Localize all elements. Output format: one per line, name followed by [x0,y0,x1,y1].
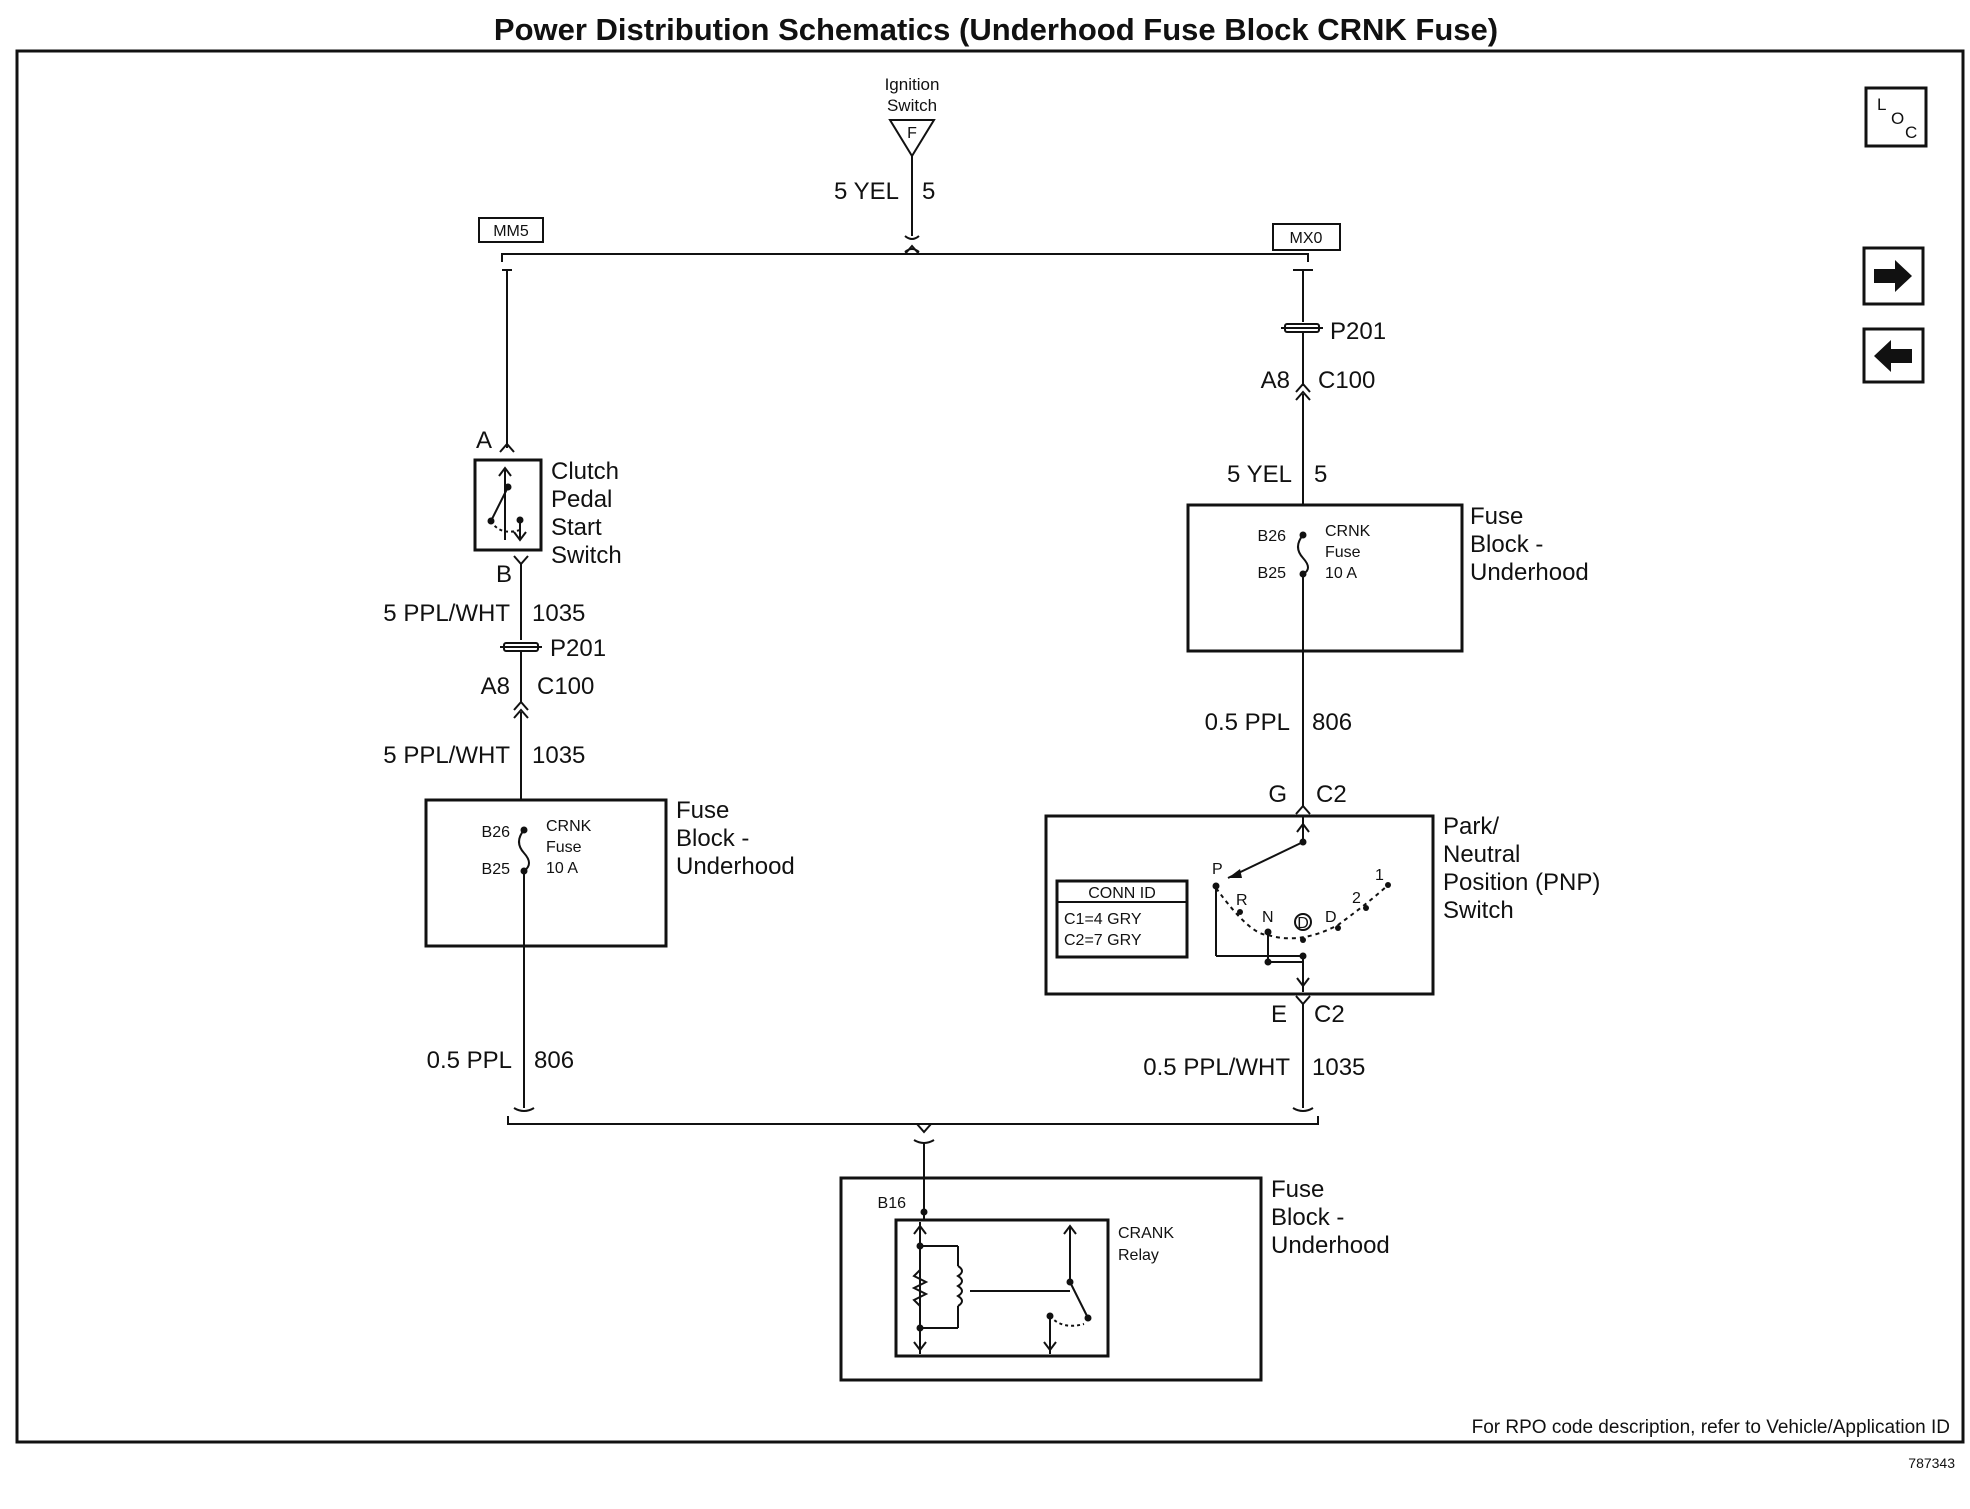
clutch-name-4: Switch [551,542,622,569]
relay-fb-name-3: Underhood [1271,1232,1390,1259]
left-fuse-block [424,798,668,948]
left-wire3-color: 0.5 PPL [427,1047,512,1074]
right-fuse-pin-bottom: B25 [1258,565,1287,582]
left-fuse-pin-top: B26 [482,824,511,841]
right-conn-pin: A8 [1261,367,1290,394]
next-page-button[interactable] [1862,246,1925,306]
diagram-frame [15,49,1965,1444]
pnp-pos-r: R [1236,892,1248,909]
pnp-bottom-pin: E [1271,1001,1287,1028]
pnp-name-3: Position (PNP) [1443,869,1600,896]
ignition-terminal: F [907,125,917,142]
right-fuse-word: Fuse [1325,544,1361,561]
right-fuse-rating: 10 A [1325,565,1357,582]
pnp-pos-1: 1 [1375,867,1384,884]
left-fuse-rating: 10 A [546,860,578,877]
pnp-name-2: Neutral [1443,841,1520,868]
pnp-pos-d: D [1325,909,1337,926]
conn-id-row-1: C1=4 GRY [1064,911,1142,928]
right-wire2-color: 0.5 PPL [1205,709,1290,736]
left-wire3-circuit: 806 [534,1047,574,1074]
left-splice-p201 [500,642,542,652]
loc-letter-l: L [1877,95,1886,114]
relay-fuse-block [839,1176,1263,1382]
clutch-name-2: Pedal [551,486,612,513]
right-fuse-pin-top: B26 [1258,528,1287,545]
relay-fb-name-1: Fuse [1271,1176,1324,1203]
loc-letter-c: C [1905,123,1917,142]
footer-note: For RPO code description, refer to Vehic… [1472,1417,1950,1438]
right-wire1-circuit: 5 [1314,461,1327,488]
option-mm5: MM5 [493,223,529,240]
right-fb-name-3: Underhood [1470,559,1589,586]
right-wire3-color: 0.5 PPL/WHT [1143,1054,1290,1081]
ignition-label-2: Switch [887,96,937,115]
right-fb-name-1: Fuse [1470,503,1523,530]
left-fuse-pin-bottom: B25 [482,861,511,878]
ignition-switch: Ignition Switch F [885,75,940,158]
ignition-wire-circuit: 5 [922,178,935,205]
pnp-pos-p: P [1212,861,1223,878]
left-fuse-name: CRNK [546,818,592,835]
left-fuse-word: Fuse [546,839,582,856]
pnp-name-1: Park/ [1443,813,1499,840]
relay-name-2: Relay [1118,1247,1159,1264]
pnp-top-pin: G [1268,781,1287,808]
right-splice-p201 [1281,323,1323,333]
clutch-pin-b: B [496,561,512,588]
clutch-name-1: Clutch [551,458,619,485]
pnp-name-4: Switch [1443,897,1514,924]
clutch-name-3: Start [551,514,602,541]
right-conn-name: C100 [1318,367,1375,394]
conn-id-table [1055,879,1189,959]
loc-button[interactable]: L O C [1864,86,1928,148]
left-conn-name: C100 [537,673,594,700]
ignition-wire-color: 5 YEL [834,178,899,205]
figure-id: 787343 [1908,1455,1955,1471]
arrow-left-icon [1874,340,1912,372]
left-wire1-color: 5 PPL/WHT [383,600,510,627]
pnp-pos-2: 2 [1352,890,1361,907]
relay-pin-b16: B16 [878,1195,907,1212]
right-splice-label: P201 [1330,318,1386,345]
pnp-top-conn: C2 [1316,781,1347,808]
left-wire1-circuit: 1035 [532,600,585,627]
right-fb-name-2: Block - [1470,531,1543,558]
clutch-pedal-start-switch [473,458,543,552]
left-fb-name-3: Underhood [676,853,795,880]
option-mx0: MX0 [1290,230,1323,247]
previous-page-button[interactable] [1862,327,1925,384]
conn-id-row-2: C2=7 GRY [1064,932,1142,949]
relay-name-1: CRANK [1118,1225,1174,1242]
right-wire3-circuit: 1035 [1312,1054,1365,1081]
right-wire1-color: 5 YEL [1227,461,1292,488]
page-title: Power Distribution Schematics (Underhood… [494,12,1498,47]
clutch-pin-a: A [476,427,492,454]
left-wire2-circuit: 1035 [532,742,585,769]
pnp-pos-d-circled: D [1297,915,1309,932]
left-splice-label: P201 [550,635,606,662]
left-wire2-color: 5 PPL/WHT [383,742,510,769]
left-conn-pin: A8 [481,673,510,700]
left-fb-name-1: Fuse [676,797,729,824]
loc-letter-o: O [1891,109,1904,128]
pnp-switch [1044,814,1435,996]
conn-id-title: CONN ID [1088,885,1156,902]
right-fuse-name: CRNK [1325,523,1371,540]
relay-fb-name-2: Block - [1271,1204,1344,1231]
arrow-right-icon [1874,260,1912,292]
pnp-pos-n: N [1262,909,1274,926]
right-fuse-block [1186,503,1464,653]
left-fb-name-2: Block - [676,825,749,852]
right-wire2-circuit: 806 [1312,709,1352,736]
ignition-label-1: Ignition [885,75,940,94]
pnp-bottom-conn: C2 [1314,1001,1345,1028]
